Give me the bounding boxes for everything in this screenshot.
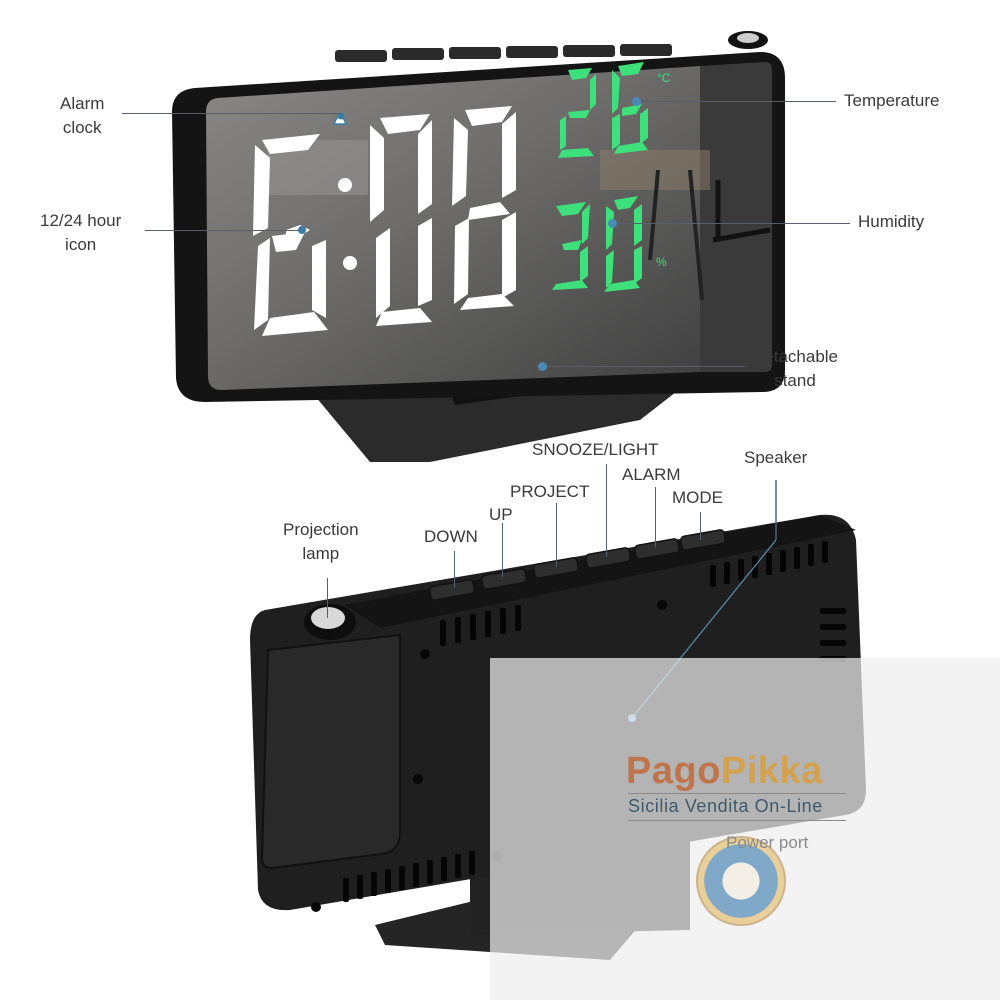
- callout-line-down: [454, 551, 455, 588]
- callout-line-hour-icon: [145, 230, 300, 231]
- callout-line-mode: [700, 512, 701, 540]
- callout-line-projection-lamp: [327, 578, 328, 618]
- callout-line-alarm-btn: [655, 487, 656, 547]
- label-button-alarm: ALARM: [622, 465, 681, 484]
- watermark-seal-icon: [696, 836, 786, 926]
- label-button-mode: MODE: [672, 488, 723, 507]
- percent-unit: %: [656, 255, 667, 269]
- alarm-bell-icon: [332, 112, 348, 125]
- watermark-rule-bottom: [628, 820, 846, 821]
- label-button-project: PROJECT: [510, 482, 590, 501]
- callout-line-humidity: [612, 223, 850, 224]
- callout-line-up: [502, 523, 503, 577]
- label-temperature: Temperature: [844, 91, 940, 110]
- callout-line-stand: [545, 366, 745, 367]
- callout-dot-temperature: [632, 97, 641, 106]
- callout-line-project: [556, 503, 557, 567]
- label-button-snooze-light: SNOOZE/LIGHT: [532, 440, 659, 459]
- label-speaker: Speaker: [744, 448, 808, 467]
- callout-dot-stand: [538, 362, 547, 371]
- callout-dot-humidity: [608, 219, 617, 228]
- label-button-down: DOWN: [424, 527, 478, 546]
- label-power-port: Power port: [726, 833, 809, 852]
- callout-line-temperature: [636, 101, 836, 102]
- callout-line-snooze: [606, 464, 607, 557]
- watermark-overlay: [490, 658, 1000, 1000]
- watermark-tagline: Sicilia Vendita On-Line: [628, 796, 823, 816]
- celsius-unit: °C: [657, 71, 671, 85]
- callout-line-alarm: [122, 113, 342, 114]
- label-button-up: UP: [489, 505, 513, 524]
- label-humidity: Humidity: [858, 212, 925, 231]
- watermark-rule-top: [628, 793, 846, 794]
- watermark-brand: PagoPikka: [626, 750, 823, 792]
